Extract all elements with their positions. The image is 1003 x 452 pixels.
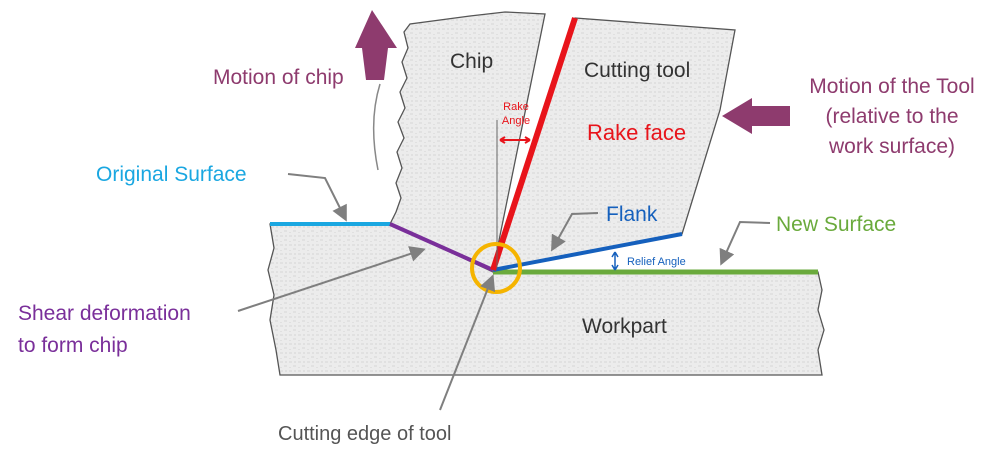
- new-surface-label: New Surface: [776, 213, 896, 236]
- motion-of-tool-arrow: [722, 98, 790, 134]
- shear-label-line2: to form chip: [18, 334, 128, 357]
- shear-plane-line: [389, 222, 494, 272]
- new-surface-pointer: [719, 220, 771, 266]
- chip-motion-curve: [373, 83, 381, 171]
- motion-of-chip-arrow: [355, 10, 397, 80]
- rake-face-line: [490, 17, 578, 271]
- flank-line: [492, 232, 683, 272]
- rake-angle-arrow: [499, 136, 531, 144]
- relief-angle-label: Relief Angle: [627, 256, 686, 268]
- chip-label: Chip: [450, 50, 493, 73]
- rake-face-label: Rake face: [587, 120, 686, 145]
- shear-pointer: [237, 246, 426, 312]
- motion-of-tool-line2: (relative to the: [825, 105, 958, 128]
- flank-pointer: [551, 212, 599, 252]
- original-surface-pointer: [287, 173, 347, 222]
- workpart-label: Workpart: [582, 315, 667, 338]
- motion-of-tool-line1: Motion of the Tool: [809, 75, 974, 98]
- motion-of-tool-line3: work surface): [828, 135, 955, 158]
- rake-angle-label-line2: Angle: [502, 115, 530, 127]
- shear-label-line1: Shear deformation: [18, 302, 191, 325]
- original-surface-label: Original Surface: [96, 163, 247, 186]
- chip-body: [389, 11, 546, 271]
- cutting-tool-label: Cutting tool: [584, 59, 690, 82]
- cutting-edge-pointer: [439, 274, 496, 411]
- cutting-edge-circle: [470, 242, 522, 294]
- rake-angle-label-line1: Rake: [503, 101, 529, 113]
- flank-label: Flank: [606, 203, 658, 226]
- cutting-edge-label: Cutting edge of tool: [278, 423, 451, 445]
- relief-angle-arrow: [611, 251, 619, 271]
- motion-of-chip-label: Motion of chip: [213, 66, 344, 89]
